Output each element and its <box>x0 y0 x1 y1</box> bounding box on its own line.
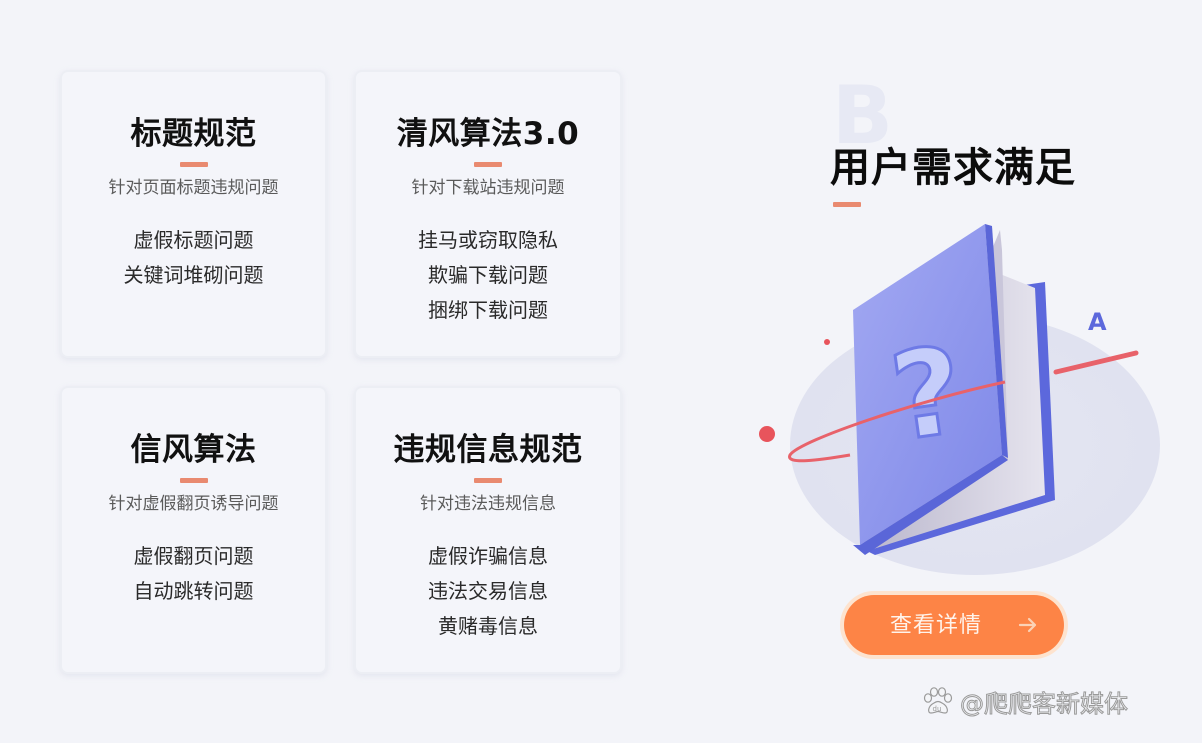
card-qingfeng-algorithm: 清风算法3.0 针对下载站违规问题 挂马或窃取隐私 欺骗下载问题 捆绑下载问题 <box>354 70 622 358</box>
card-title: 标题规范 <box>130 116 257 152</box>
title-underline <box>474 162 502 167</box>
card-items: 虚假标题问题 关键词堆砌问题 <box>62 223 325 293</box>
arrow-right-icon <box>1018 617 1037 633</box>
hero-title: 用户需求满足 <box>830 145 1076 191</box>
view-details-label: 查看详情 <box>890 612 983 637</box>
title-underline <box>179 478 208 483</box>
card-items: 虚假翻页问题 自动跳转问题 <box>62 539 325 609</box>
title-underline <box>474 478 502 483</box>
card-item: 自动跳转问题 <box>133 579 254 603</box>
letter-a-symbol: A <box>1088 308 1107 336</box>
book-front-cover <box>853 224 1002 545</box>
card-item: 黄赌毒信息 <box>438 614 538 638</box>
svg-text:du: du <box>933 705 942 713</box>
card-item: 虚假诈骗信息 <box>428 544 548 568</box>
card-item: 挂马或窃取隐私 <box>418 228 558 252</box>
hero-background-letter: B <box>832 84 893 148</box>
book-question-illustration: ? A <box>759 224 1160 575</box>
orbit-ring-segment <box>1053 350 1139 375</box>
card-title: 信风算法 <box>130 432 257 468</box>
watermark-text: @爬爬客新媒体 <box>960 690 1129 719</box>
card-subtitle: 针对虚假翻页诱导问题 <box>108 494 279 514</box>
card-item: 违法交易信息 <box>428 579 548 603</box>
card-illegal-info-standard: 违规信息规范 针对违法违规信息 虚假诈骗信息 违法交易信息 黄赌毒信息 <box>354 386 622 674</box>
card-title: 清风算法3.0 <box>396 116 580 152</box>
card-subtitle: 针对违法违规信息 <box>420 494 556 514</box>
card-item: 虚假翻页问题 <box>133 544 254 568</box>
red-dot-large <box>759 426 775 442</box>
hero-title-underline <box>833 202 861 207</box>
card-title: 违规信息规范 <box>393 432 583 468</box>
card-item: 关键词堆砌问题 <box>123 263 264 287</box>
card-title-standard: 标题规范 针对页面标题违规问题 虚假标题问题 关键词堆砌问题 <box>60 70 327 358</box>
red-dot-small <box>824 339 830 345</box>
view-details-button[interactable]: 查看详情 <box>844 595 1064 655</box>
card-item: 捆绑下载问题 <box>428 298 548 322</box>
baidu-paw-icon: du <box>923 686 953 714</box>
card-xinfeng-algorithm: 信风算法 针对虚假翻页诱导问题 虚假翻页问题 自动跳转问题 <box>60 386 327 674</box>
card-subtitle: 针对页面标题违规问题 <box>108 178 279 198</box>
orbit-ring <box>788 380 1006 463</box>
card-items: 虚假诈骗信息 违法交易信息 黄赌毒信息 <box>356 539 620 644</box>
title-underline <box>179 162 208 167</box>
source-watermark: du @爬爬客新媒体 <box>922 684 1129 719</box>
card-subtitle: 针对下载站违规问题 <box>411 178 565 198</box>
card-item: 虚假标题问题 <box>133 228 254 252</box>
card-items: 挂马或窃取隐私 欺骗下载问题 捆绑下载问题 <box>356 223 620 328</box>
card-item: 欺骗下载问题 <box>428 263 548 287</box>
